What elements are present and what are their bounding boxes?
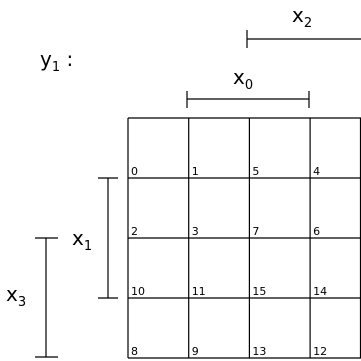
cell-number: 3: [192, 225, 199, 238]
label-x1: x1: [72, 226, 92, 254]
bracket-x1: x1: [72, 177, 118, 299]
bracket-x3: x3: [6, 237, 58, 358]
label-x3-index: 3: [18, 295, 26, 310]
label-x1-letter: x: [72, 226, 84, 250]
cell-number: 4: [313, 165, 320, 178]
bracket-x0: x0: [186, 65, 310, 108]
cell-number: 9: [192, 345, 199, 358]
label-x0: x0: [233, 65, 253, 93]
label-x3: x3: [6, 282, 26, 310]
cell-number: 0: [131, 165, 138, 178]
label-x1-index: 1: [84, 239, 92, 254]
label-x2-index: 2: [304, 16, 312, 31]
cell-number: 1: [192, 165, 199, 178]
map-title: y1 :: [40, 47, 73, 75]
label-x0-letter: x: [233, 65, 245, 89]
title-suffix: :: [60, 47, 73, 71]
label-x2: x2: [292, 3, 312, 31]
grid-lines: [127, 117, 361, 359]
cell-number: 11: [192, 285, 206, 298]
cell-number: 5: [252, 165, 259, 178]
cell-number: 2: [131, 225, 138, 238]
cell-number: 10: [131, 285, 145, 298]
cell-number: 12: [313, 345, 327, 358]
cell-number: 14: [313, 285, 327, 298]
title-letter: y: [40, 47, 52, 71]
cell-number: 7: [252, 225, 259, 238]
cell-number: 6: [313, 225, 320, 238]
title-subscript: 1: [52, 60, 60, 75]
label-x3-letter: x: [6, 282, 18, 306]
cell-number: 15: [252, 285, 266, 298]
cell-number: 8: [131, 345, 138, 358]
bracket-x2: x2: [246, 3, 361, 48]
label-x2-letter: x: [292, 3, 304, 27]
cell-number: 13: [252, 345, 266, 358]
label-x0-index: 0: [245, 78, 253, 93]
